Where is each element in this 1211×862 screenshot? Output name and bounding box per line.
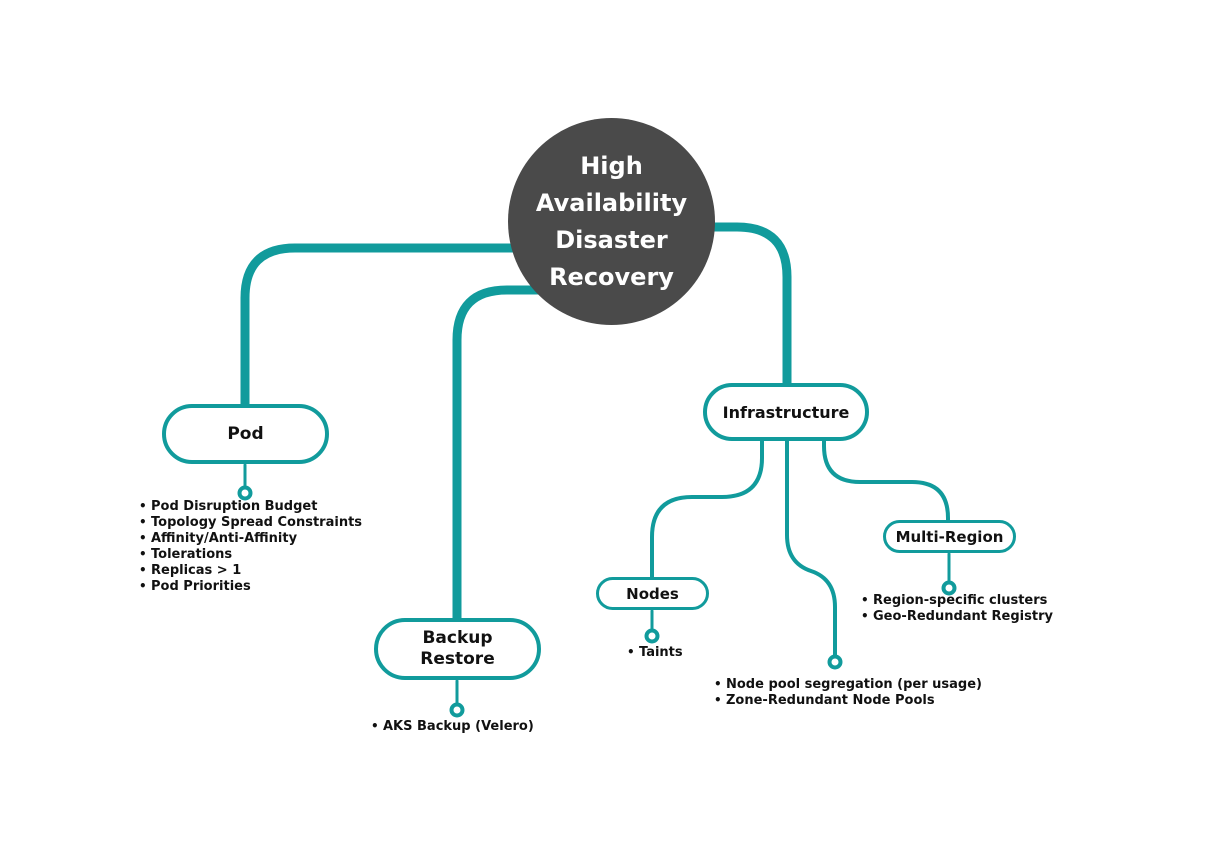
list-item: AKS Backup (Velero)	[370, 718, 534, 735]
node-nodes: Nodes	[596, 577, 709, 610]
pod-item-list: Pod Disruption Budget Topology Spread Co…	[138, 498, 362, 595]
list-item: Region-specific clusters	[860, 592, 1053, 609]
multi-region-item-list: Region-specific clusters Geo-Redundant R…	[860, 592, 1053, 625]
list-item: Node pool segregation (per usage)	[713, 676, 982, 693]
endpoint-backup-list	[449, 702, 465, 718]
root-title-line: High	[580, 151, 643, 180]
root-title-line: Availability	[535, 188, 688, 217]
edge-infrastructure-nodes	[650, 436, 764, 581]
node-multi-region: Multi-Region	[883, 520, 1016, 553]
endpoint-multi-region-list	[941, 580, 957, 596]
node-infrastructure-label: Infrastructure	[722, 402, 850, 422]
root-title-line: Recovery	[549, 262, 674, 291]
node-backup-restore-label: Backup Restore	[420, 627, 495, 669]
nodepools-item-list: Node pool segregation (per usage) Zone-R…	[713, 676, 982, 709]
node-pod-label: Pod	[227, 424, 264, 444]
endpoint-nodepools-list	[827, 654, 843, 670]
node-multi-region-label: Multi-Region	[895, 527, 1004, 546]
edge-infrastructure-nodepools	[785, 436, 837, 658]
list-item: Geo-Redundant Registry	[860, 608, 1053, 625]
nodes-item-list: Taints	[626, 644, 683, 661]
list-item: Pod Disruption Budget	[138, 498, 362, 515]
node-pod: Pod	[162, 404, 329, 464]
edge-infrastructure-multi-region	[822, 436, 950, 524]
list-item: Pod Priorities	[138, 578, 362, 595]
backup-restore-item-list: AKS Backup (Velero)	[370, 718, 534, 735]
list-item: Topology Spread Constraints	[138, 514, 362, 531]
edge-root-backup-restore	[452, 285, 565, 627]
edge-root-pod	[240, 243, 585, 411]
node-backup-restore: Backup Restore	[374, 618, 541, 680]
root-node-high-availability-disaster-recovery: High Availability Disaster Recovery	[508, 118, 715, 325]
endpoint-pod-list	[237, 485, 253, 501]
list-item: Replicas > 1	[138, 562, 362, 579]
root-title-line: Disaster	[555, 225, 668, 254]
list-item: Taints	[626, 644, 683, 661]
list-item: Zone-Redundant Node Pools	[713, 692, 982, 709]
list-item: Affinity/Anti-Affinity	[138, 530, 362, 547]
endpoint-nodes-list	[644, 628, 660, 644]
edge-root-infrastructure	[645, 222, 792, 392]
list-item: Tolerations	[138, 546, 362, 563]
node-infrastructure: Infrastructure	[703, 383, 869, 441]
node-nodes-label: Nodes	[626, 584, 679, 603]
